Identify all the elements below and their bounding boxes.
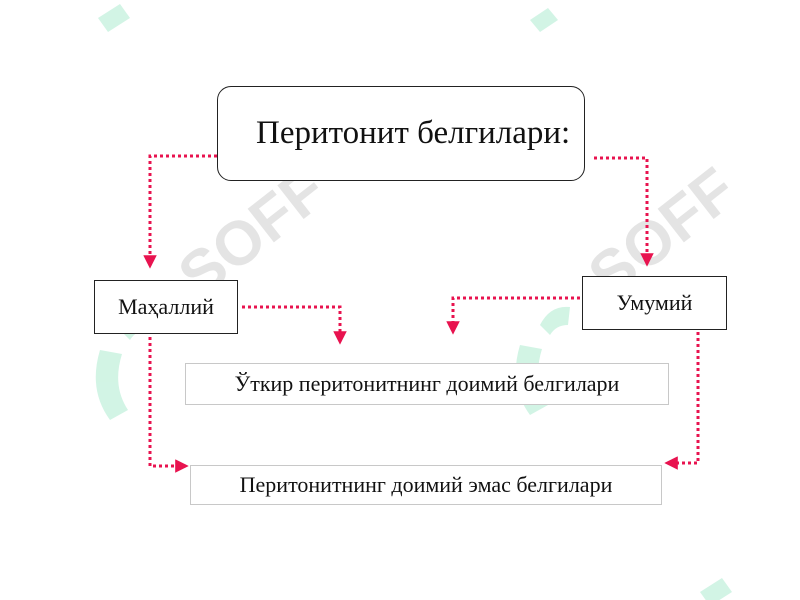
arrow-general-to-acute (446, 296, 580, 335)
local-node-label: Маҳаллий (118, 294, 214, 319)
acute-constant-node: Ўткир перитонитнинг доимий белгилари (185, 363, 669, 405)
arrow-local-to-nonconstant (148, 337, 189, 473)
arrow-root-to-general (594, 156, 654, 267)
acute-constant-node-label: Ўткир перитонитнинг доимий белгилари (234, 371, 620, 396)
root-node: Перитонит белгилари: (217, 86, 585, 181)
local-node: Маҳаллий (94, 280, 238, 334)
non-constant-node: Перитонитнинг доимий эмас белгилари (190, 465, 662, 505)
general-node-label: Умумий (616, 290, 693, 315)
general-node: Умумий (582, 276, 727, 330)
arrow-local-to-acute (242, 305, 347, 345)
arrow-root-to-local (143, 154, 217, 269)
non-constant-node-label: Перитонитнинг доимий эмас белгилари (239, 472, 613, 497)
root-node-label: Перитонит белгилари: (256, 115, 571, 151)
arrow-general-to-nonconstant (664, 332, 700, 470)
